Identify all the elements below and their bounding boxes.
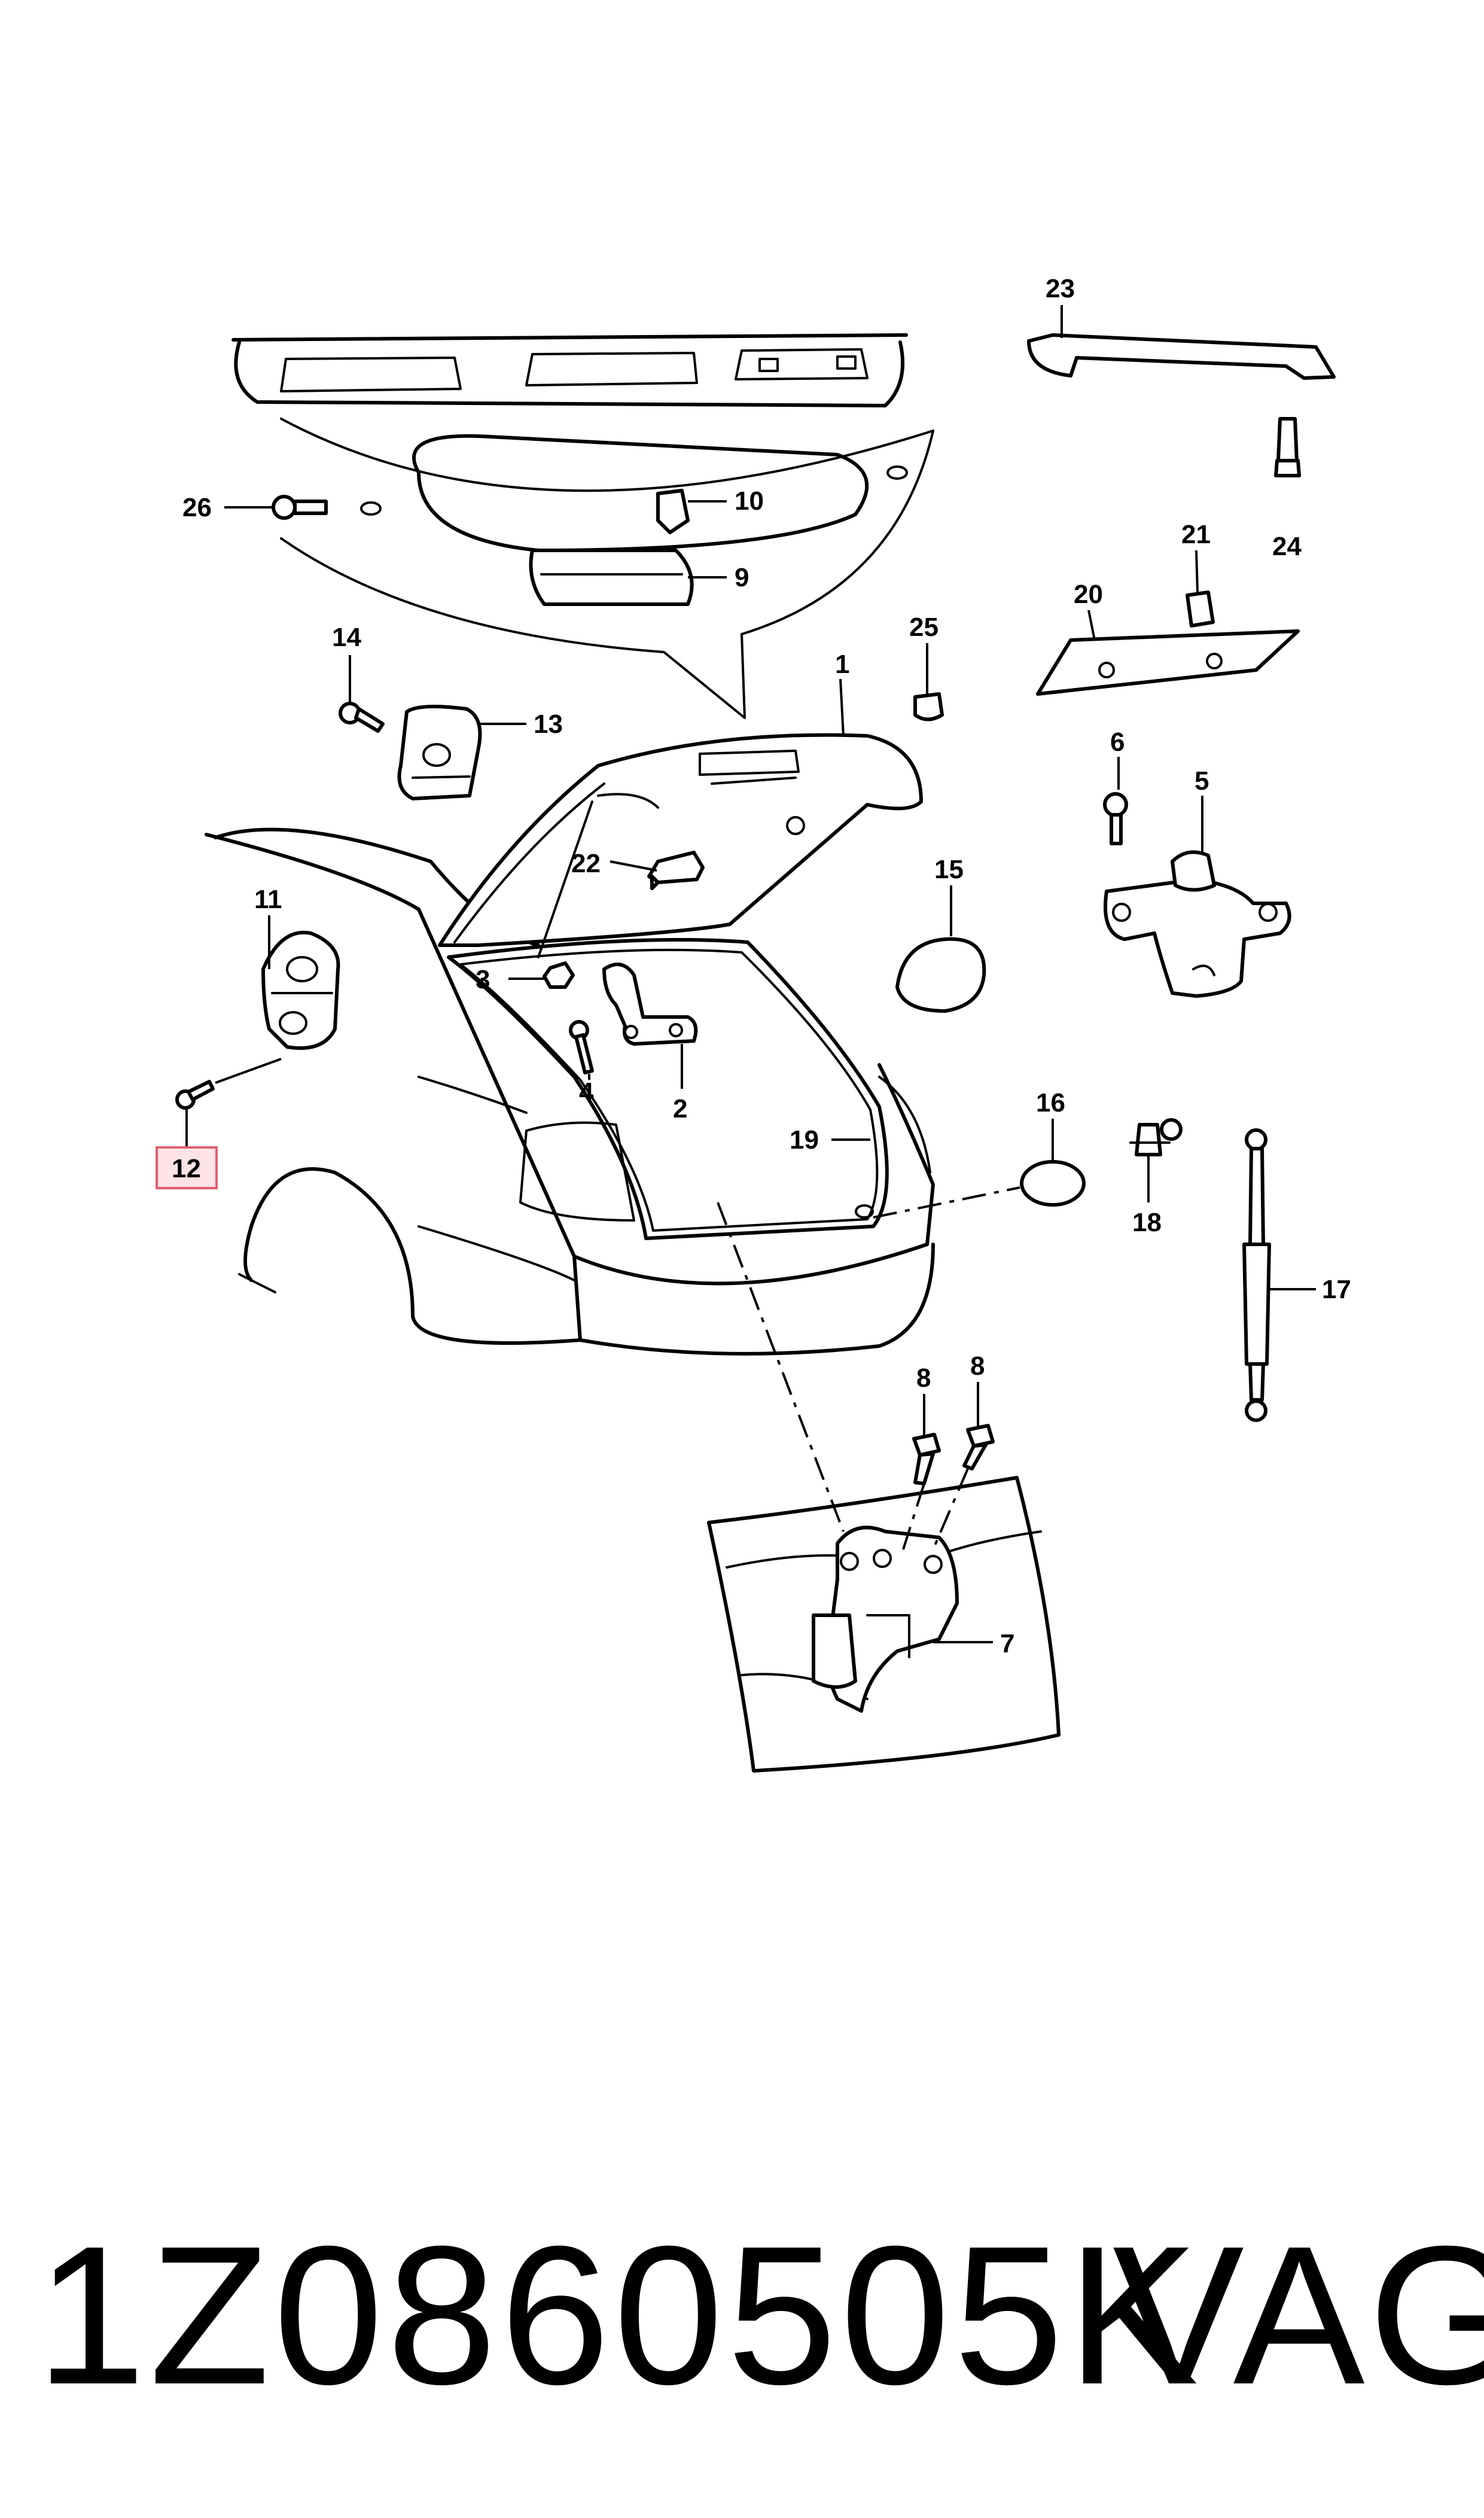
callout-19: 19 [790,1125,819,1155]
lock-mechanism-inset [707,1202,1061,1773]
tailgate-detail-inset [231,333,934,719]
callout-26: 26 [182,493,212,522]
callout-12: 12 [172,1154,201,1183]
part-17-gas-strut [1242,1128,1316,1422]
callout-2: 2 [673,1094,687,1123]
part-15-cover [895,885,986,1013]
callout-9: 9 [735,563,749,592]
callout-6: 6 [1110,727,1125,757]
part-number: 1Z0860505K [36,2205,1202,2425]
callout-15: 15 [934,855,964,884]
part-18-ball-stud [1129,1118,1183,1202]
callout-24: 24 [1272,532,1302,561]
brand-name: VAG [1113,2205,1484,2425]
part-1-tailgate [438,678,923,958]
callout-labels: 1 2 3 4 5 6 7 8 8 9 10 11 12 13 14 15 16… [172,274,1351,1658]
part-12-screw [175,1080,215,1152]
callout-1: 1 [835,650,849,679]
callout-22: 22 [571,849,601,878]
callout-10: 10 [735,486,764,516]
part-8-screws [902,1382,995,1550]
part-19-seal [447,937,889,1240]
callout-8b: 8 [970,1351,985,1381]
part-26-bolt [224,495,328,520]
callout-4: 4 [579,1077,594,1107]
callout-7: 7 [1000,1629,1014,1658]
callout-20: 20 [1074,580,1103,609]
part-9-handle [529,549,727,606]
part-3-nut [508,961,575,989]
part-11-mount [215,915,340,1084]
callout-14: 14 [332,623,361,652]
callout-21: 21 [1181,520,1211,549]
part-16-grommet [873,1119,1086,1219]
callout-11: 11 [254,885,282,914]
highlight-box-12 [156,1146,218,1189]
callout-5: 5 [1194,766,1209,796]
part-4-bolt [569,1020,594,1080]
callout-16: 16 [1036,1088,1065,1118]
part-14-screw [339,655,385,733]
part-23-spoiler [1027,305,1336,380]
part-13-bracket [397,705,526,800]
callout-8a: 8 [916,1363,931,1393]
callout-23: 23 [1046,274,1075,303]
part-21-nut [1186,550,1215,628]
callout-18: 18 [1132,1208,1162,1237]
part-6-screw [1103,757,1128,845]
callout-13: 13 [534,710,563,739]
part-22-buffer [610,851,705,890]
callout-3: 3 [476,965,490,994]
part-25-cap [913,643,944,721]
callout-17: 17 [1322,1275,1351,1304]
part-2-hinge [602,963,698,1089]
part-24-stud [1274,417,1301,477]
part-5-lock [1104,796,1291,998]
callout-25: 25 [909,613,938,642]
part-10-clip [656,489,727,534]
part-20-strip [1036,610,1300,696]
